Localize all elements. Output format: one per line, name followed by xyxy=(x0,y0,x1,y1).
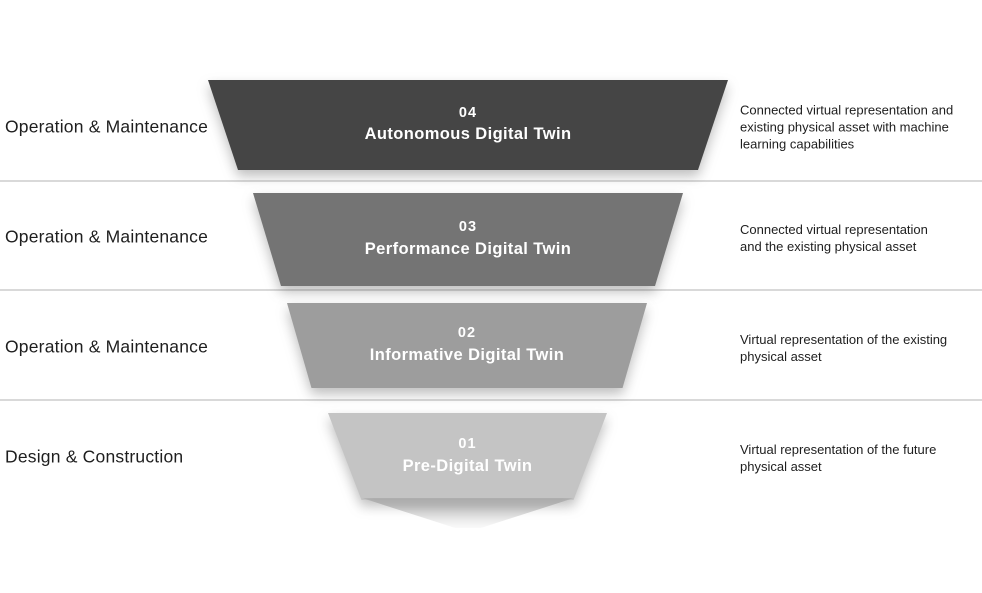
funnel-segment-level-01: 01 Pre-Digital Twin xyxy=(328,413,607,500)
level-number-04: 04 xyxy=(458,104,478,121)
funnel-tip-shadow xyxy=(362,498,574,528)
phase-label-row-2: Operation & Maintenance xyxy=(5,226,209,247)
level-number-03: 03 xyxy=(458,219,478,236)
funnel-segment-shape-02: 02 Informative Digital Twin xyxy=(287,303,647,388)
row-divider-3 xyxy=(0,399,982,401)
row-divider-2 xyxy=(0,289,982,291)
level-name-01: Pre-Digital Twin xyxy=(402,456,533,475)
level-description-02: Virtual representation of the existing p… xyxy=(740,332,948,364)
level-description-03: Connected virtual representation and the… xyxy=(740,222,928,254)
phase-label-row-4: Design & Construction xyxy=(5,446,184,467)
level-description-01: Virtual representation of the future phy… xyxy=(740,442,937,474)
phase-label-row-3: Operation & Maintenance xyxy=(5,336,209,357)
phase-label-row-1: Operation & Maintenance xyxy=(5,116,209,137)
funnel-segment-shape-03: 03 Performance Digital Twin xyxy=(253,193,683,286)
level-name-03: Performance Digital Twin xyxy=(364,239,572,258)
level-name-04: Autonomous Digital Twin xyxy=(364,125,572,144)
funnel-segment-level-03: 03 Performance Digital Twin xyxy=(253,193,683,286)
funnel-segment-shape-04: 04 Autonomous Digital Twin xyxy=(208,80,728,170)
row-divider-1 xyxy=(0,180,982,182)
level-number-02: 02 xyxy=(457,325,477,342)
funnel-segment-level-04: 04 Autonomous Digital Twin xyxy=(208,80,728,170)
level-name-02: Informative Digital Twin xyxy=(369,345,565,364)
level-description-04: Connected virtual representation and exi… xyxy=(740,102,954,152)
funnel-segment-shape-01: 01 Pre-Digital Twin xyxy=(328,413,607,500)
level-number-01: 01 xyxy=(458,436,477,453)
funnel-segment-level-02: 02 Informative Digital Twin xyxy=(287,303,647,388)
